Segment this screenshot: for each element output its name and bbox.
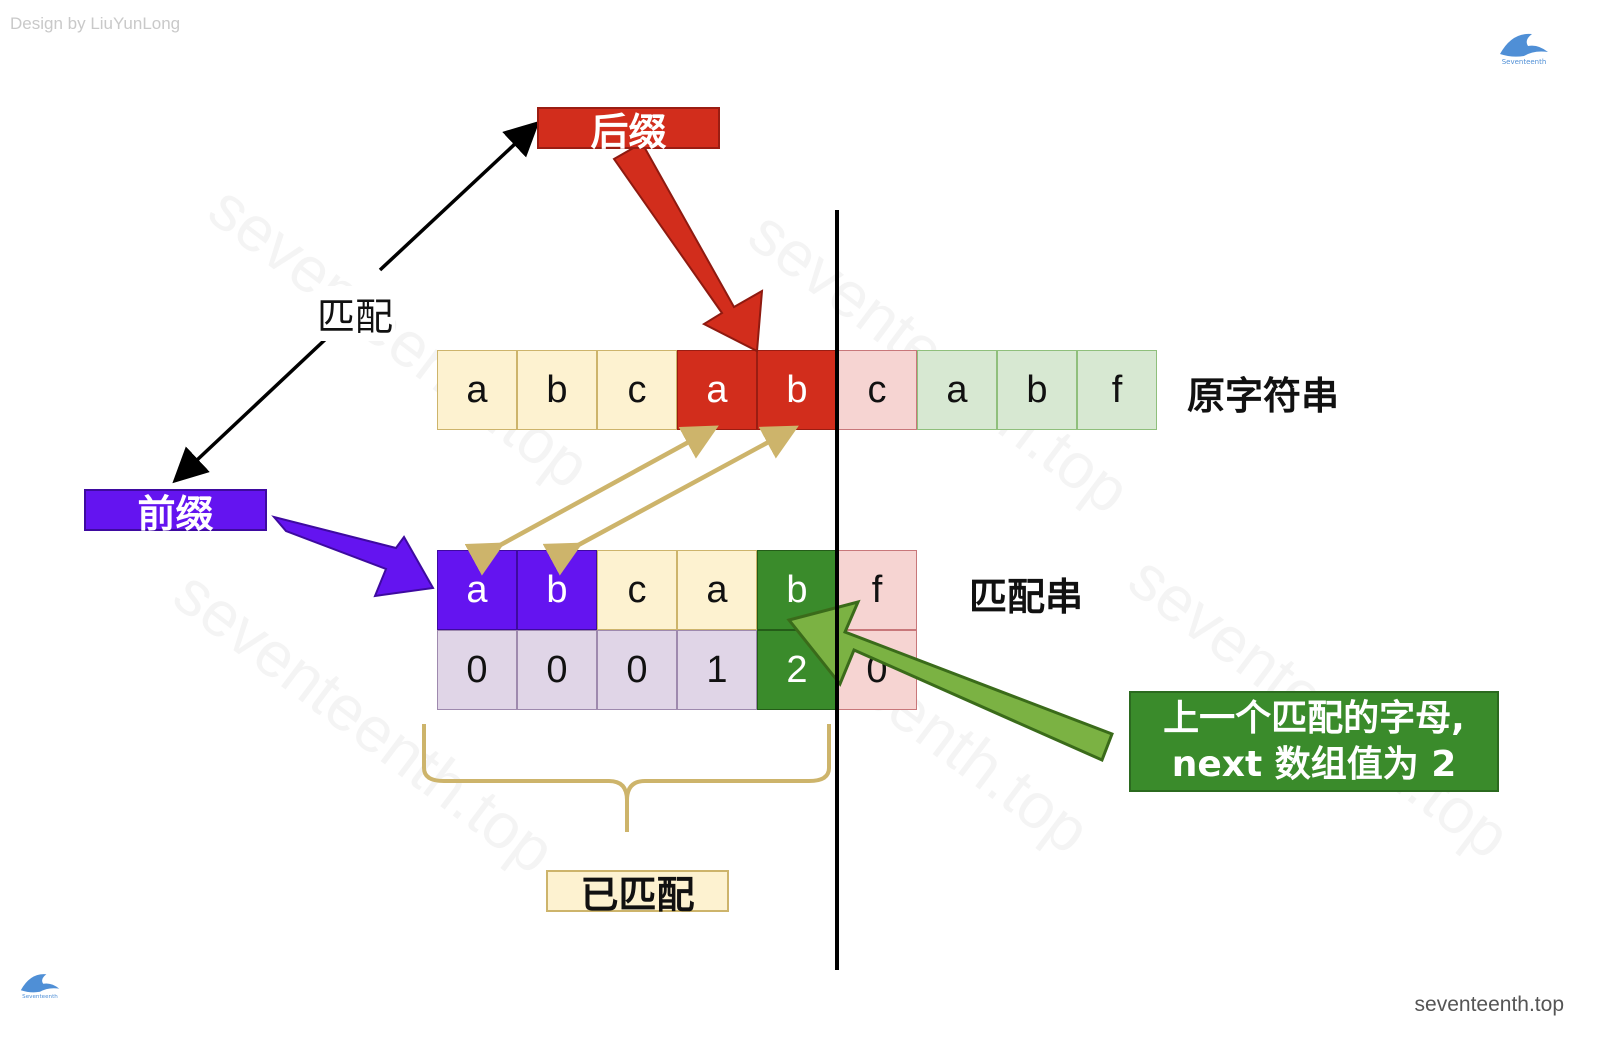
matched-brace — [422, 724, 831, 832]
svg-text:Seventeenth: Seventeenth — [1502, 58, 1547, 66]
prefix-arrow — [271, 515, 435, 598]
suffix-label: 后缀 — [537, 107, 720, 154]
next-cell-0: 0 — [437, 630, 517, 710]
source-cell-0: a — [437, 350, 517, 430]
logo-icon: Seventeenth — [1500, 33, 1548, 66]
next-value-note: 上一个匹配的字母, next 数组值为 2 — [1129, 691, 1499, 792]
source-string-label: 原字符串 — [1187, 374, 1340, 418]
prefix-label: 前缀 — [84, 489, 267, 536]
suffix-arrow — [612, 141, 764, 353]
logo-icon: Seventeenth — [20, 974, 60, 1000]
svg-text:Seventeenth: Seventeenth — [22, 994, 58, 1000]
match-arrow — [172, 333, 332, 484]
matched-label: 已匹配 — [546, 870, 729, 917]
note-line-1: 上一个匹配的字母, — [1163, 698, 1465, 739]
next-cell-3: 1 — [677, 630, 757, 710]
design-credit: Design by LiuYunLong — [10, 14, 181, 33]
note-line-2: next 数组值为 2 — [1171, 744, 1457, 785]
next-cell-1: 0 — [517, 630, 597, 710]
match-arrow — [378, 120, 540, 272]
next-cell-2: 0 — [597, 630, 677, 710]
source-cell-8: f — [1077, 350, 1157, 430]
source-cell-2: c — [597, 350, 677, 430]
source-cell-7: b — [997, 350, 1077, 430]
match-label: 匹配 — [315, 286, 396, 341]
prefix-suffix-link — [542, 425, 799, 576]
note-arrow — [786, 599, 1114, 763]
source-cell-1: b — [517, 350, 597, 430]
site-url: seventeenth.top — [1414, 993, 1564, 1016]
source-cell-6: a — [917, 350, 997, 430]
pattern-string-label: 匹配串 — [969, 575, 1084, 619]
source-cell-3: a — [677, 350, 757, 430]
source-cell-4: b — [757, 350, 837, 430]
